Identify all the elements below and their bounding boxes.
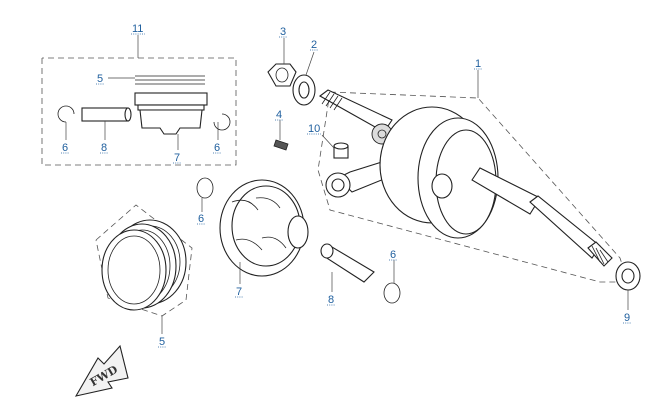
callout-6-kit-right[interactable]: 6 xyxy=(214,142,220,154)
callout-8[interactable]: 8 xyxy=(328,294,334,306)
callout-2[interactable]: 2 xyxy=(311,39,317,51)
kit-piston-rings xyxy=(108,75,205,85)
crankshaft-bracket xyxy=(317,91,629,283)
crankshaft-left-shaft xyxy=(318,89,393,145)
forward-direction-arrow: FWD xyxy=(74,344,129,397)
piston-ring-set xyxy=(95,204,193,334)
piston-pin-clip-upper xyxy=(196,177,214,212)
kit-piston-pin xyxy=(81,107,132,140)
callout-3[interactable]: 3 xyxy=(280,26,286,38)
piston-pin xyxy=(320,243,375,292)
callout-11[interactable]: 11 xyxy=(132,23,143,35)
crankshaft-webs xyxy=(379,106,499,239)
callout-6-clip-lower[interactable]: 6 xyxy=(390,249,396,261)
callout-5[interactable]: 5 xyxy=(159,336,165,348)
piston xyxy=(219,179,309,284)
piston-pin-clip-lower xyxy=(383,260,401,304)
piston-kit-group xyxy=(41,35,237,166)
callout-10[interactable]: 10 xyxy=(308,123,320,135)
callout-8-kit[interactable]: 8 xyxy=(101,142,107,154)
woodruff-key xyxy=(273,120,289,151)
ring-set-bracket xyxy=(95,204,193,317)
kit-piston-clips xyxy=(57,105,231,140)
callout-6-kit-left[interactable]: 6 xyxy=(62,142,68,154)
callout-labels: 11 5 6 8 7 6 3 2 1 4 10 6 7 6 8 9 5 xyxy=(61,23,631,348)
callout-7[interactable]: 7 xyxy=(236,286,242,298)
callout-7-kit[interactable]: 7 xyxy=(174,152,180,164)
crankshaft-right-shaft xyxy=(471,167,613,267)
flange-nut xyxy=(267,38,297,87)
crankshaft-assembly xyxy=(317,70,629,283)
callout-1[interactable]: 1 xyxy=(475,58,481,70)
callout-9[interactable]: 9 xyxy=(624,312,630,324)
piston-kit-bracket xyxy=(41,57,237,166)
callout-5-kit[interactable]: 5 xyxy=(97,73,103,85)
callout-4[interactable]: 4 xyxy=(276,109,282,121)
kit-piston-side-view xyxy=(134,92,208,150)
oil-seal-washer xyxy=(615,261,641,310)
callout-6-clip[interactable]: 6 xyxy=(198,213,204,225)
drain-plug xyxy=(321,134,349,159)
washer xyxy=(292,51,316,106)
